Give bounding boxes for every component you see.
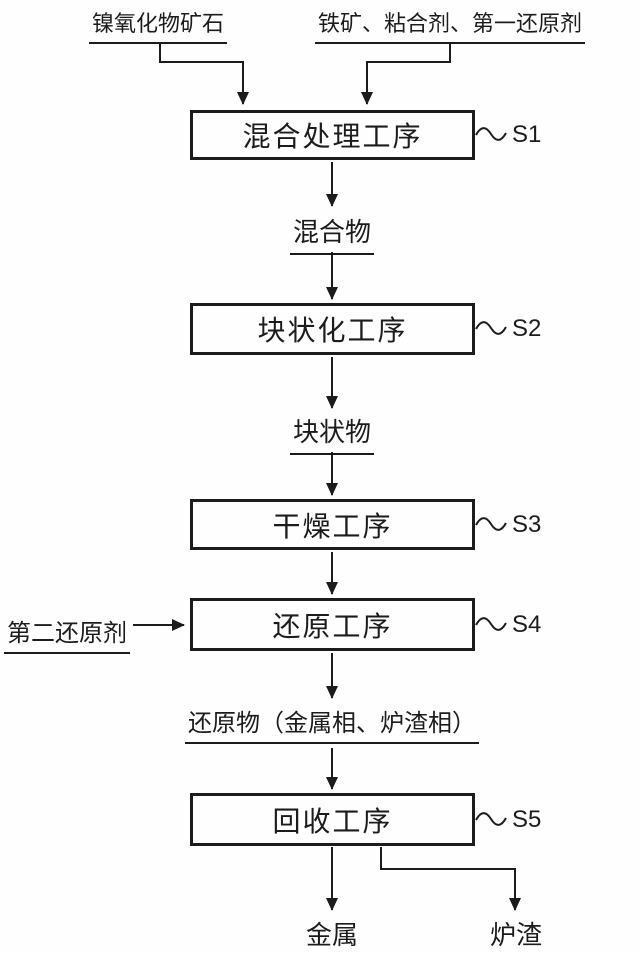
intermediate-label-reduced-product-text: 还原物（金属相、炉渣相） xyxy=(185,703,479,744)
process-box-s5: 回收工序 xyxy=(190,793,475,846)
intermediate-label-mixture-text: 混合物 xyxy=(289,212,375,255)
arrow-nickel-ore-to-s1 xyxy=(159,44,249,105)
output-label-slag-text: 炉渣 xyxy=(487,915,545,954)
input-label-second-reducer: 第二还原剂 xyxy=(4,613,130,654)
step-tag-s4: S4 xyxy=(512,611,542,638)
process-box-s4-label: 还原工序 xyxy=(272,610,393,642)
arrow-s5-to-slag xyxy=(380,847,521,911)
output-label-metal: 金属 xyxy=(303,915,361,954)
step-tag-s3: S3 xyxy=(512,511,542,538)
step-tag-s5: S5 xyxy=(512,806,542,833)
squiggle-s3 xyxy=(475,517,507,531)
process-box-s2-label: 块状化工序 xyxy=(257,315,408,346)
squiggle-s4 xyxy=(475,617,507,631)
output-label-metal-text: 金属 xyxy=(303,915,361,954)
arrow-iron-binder-to-s1 xyxy=(361,44,451,105)
input-label-second-reducer-text: 第二还原剂 xyxy=(4,613,130,654)
step-tag-s1: S1 xyxy=(512,121,542,148)
input-label-iron-binder-first-reducer: 铁矿、粘合剂、第一还原剂 xyxy=(314,6,586,44)
process-box-s1-label: 混合处理工序 xyxy=(242,121,423,152)
squiggle-s2 xyxy=(475,321,507,335)
intermediate-label-reduced-product: 还原物（金属相、炉渣相） xyxy=(185,703,479,744)
step-tag-s2: S2 xyxy=(512,315,542,342)
input-label-nickel-ore: 镍氧化物矿石 xyxy=(88,6,228,44)
process-box-s5-label: 回收工序 xyxy=(272,805,393,837)
input-label-nickel-ore-text: 镍氧化物矿石 xyxy=(88,6,228,44)
process-box-s3-label: 干燥工序 xyxy=(272,510,393,542)
squiggle-s1 xyxy=(475,127,507,141)
output-label-slag: 炉渣 xyxy=(487,915,545,954)
intermediate-label-lumps: 块状物 xyxy=(289,412,375,455)
input-label-iron-binder-first-reducer-text: 铁矿、粘合剂、第一还原剂 xyxy=(314,6,586,44)
squiggle-s5 xyxy=(475,812,507,826)
intermediate-label-mixture: 混合物 xyxy=(289,212,375,255)
process-box-s1: 混合处理工序 xyxy=(190,110,475,160)
process-box-s2: 块状化工序 xyxy=(190,303,475,355)
process-box-s3: 干燥工序 xyxy=(190,499,475,550)
intermediate-label-lumps-text: 块状物 xyxy=(289,412,375,455)
process-box-s4: 还原工序 xyxy=(190,598,475,651)
